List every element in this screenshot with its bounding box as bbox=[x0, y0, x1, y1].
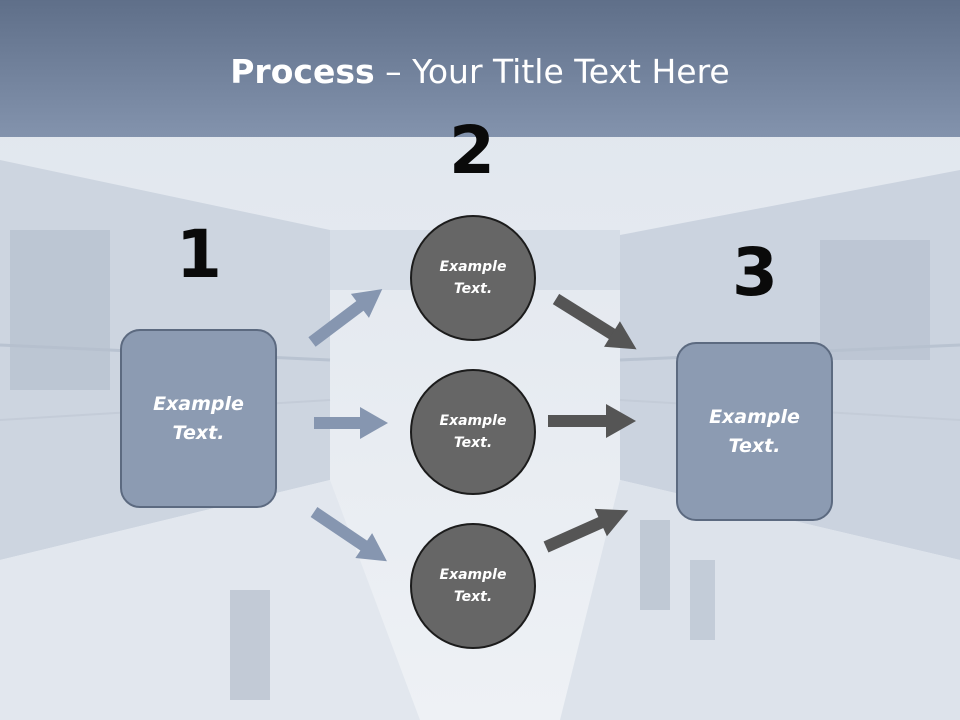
circle-middle-text: Example Text. bbox=[439, 412, 507, 451]
arrow-bottom-to-right-icon bbox=[543, 508, 629, 553]
left-box-text: Example Text. bbox=[153, 393, 244, 444]
left-process-box: Example Text. bbox=[120, 329, 277, 508]
title-rest: – Your Title Text Here bbox=[374, 52, 730, 91]
arrow-left-to-top-icon bbox=[308, 289, 383, 347]
right-box-text: Example Text. bbox=[709, 406, 800, 457]
slide-title: Process – Your Title Text Here bbox=[0, 52, 960, 91]
step-number-3: 3 bbox=[732, 234, 778, 311]
title-bold: Process bbox=[230, 52, 375, 91]
title-banner bbox=[0, 0, 960, 137]
arrow-left-to-bottom-icon bbox=[310, 507, 387, 562]
step-number-2: 2 bbox=[449, 112, 495, 189]
process-circle-bottom: Example Text. bbox=[410, 523, 536, 649]
arrow-middle-to-right-icon bbox=[548, 404, 636, 438]
circle-bottom-text: Example Text. bbox=[439, 566, 507, 605]
step-number-1: 1 bbox=[176, 216, 222, 293]
right-process-box: Example Text. bbox=[676, 342, 833, 521]
arrow-top-to-right-icon bbox=[552, 293, 637, 350]
circle-top-text: Example Text. bbox=[439, 258, 507, 297]
arrow-left-to-middle-icon bbox=[314, 407, 388, 439]
process-circle-top: Example Text. bbox=[410, 215, 536, 341]
process-circle-middle: Example Text. bbox=[410, 369, 536, 495]
